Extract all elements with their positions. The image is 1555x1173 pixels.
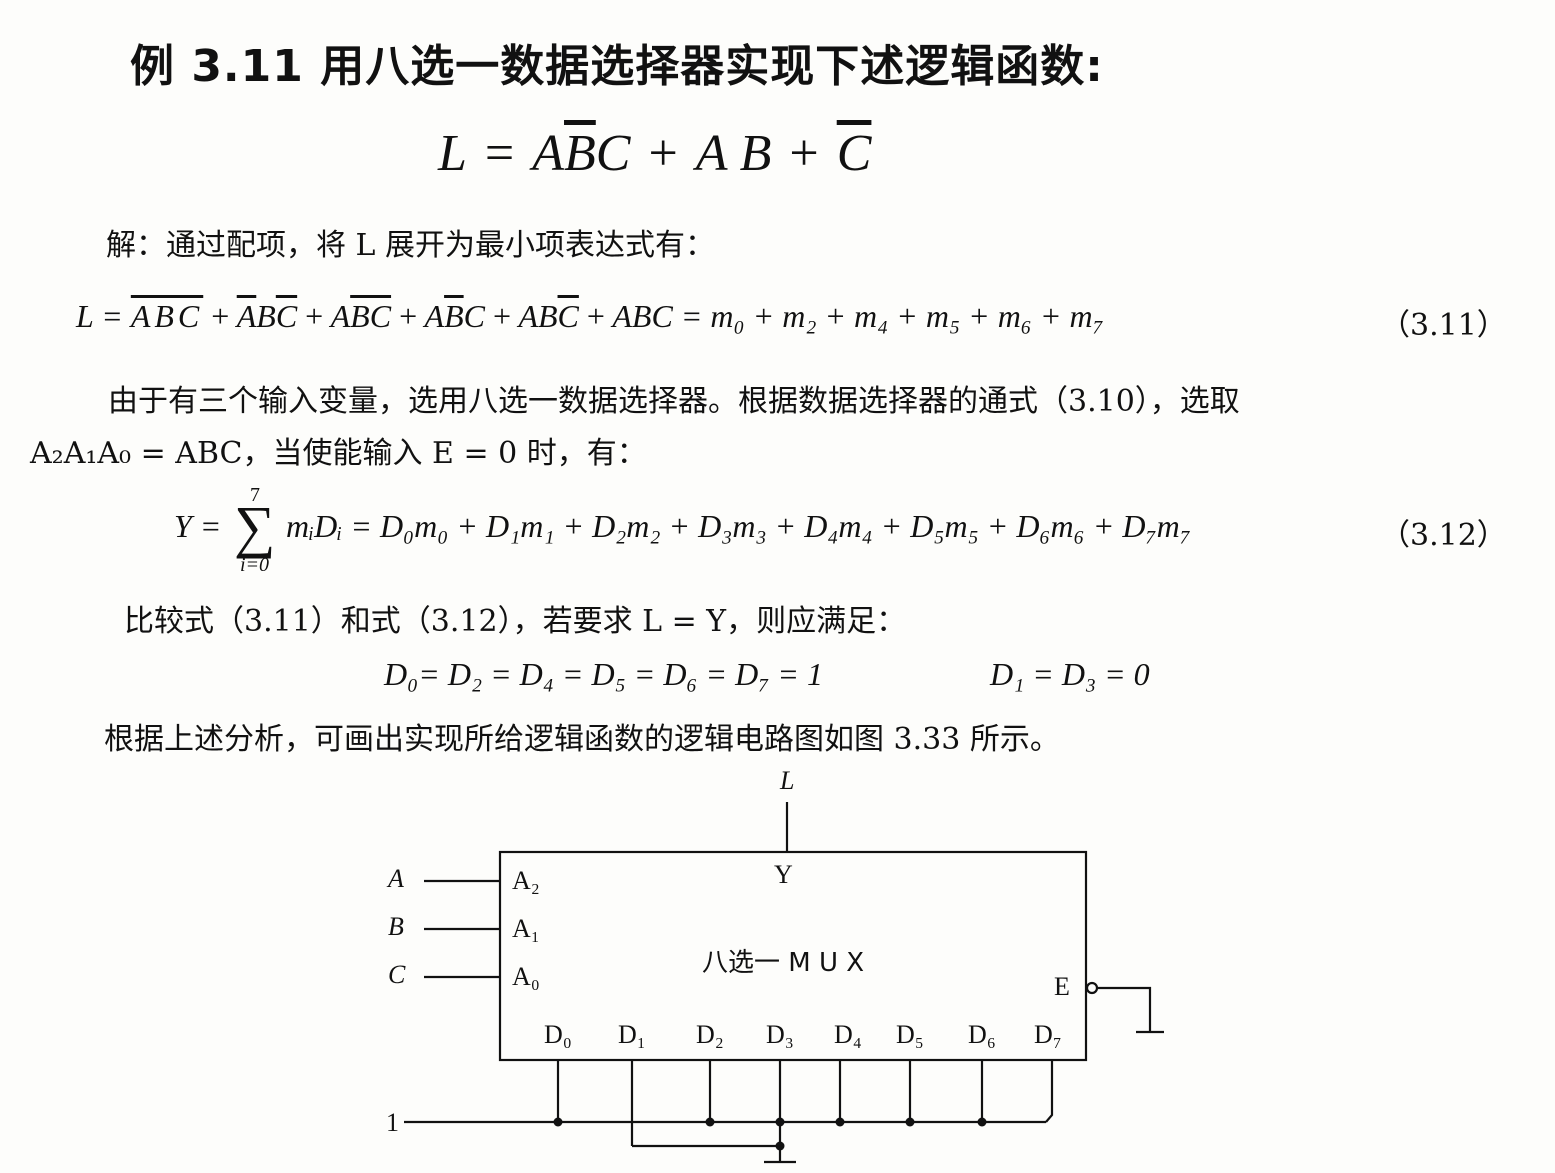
equation-3-12-rhs: mᵢDᵢ = D₀m₀ + D₁m₁ + D₂m₂ + D₃m₃ + D₄m₄ … xyxy=(286,508,1191,544)
equation-number-3-12: （3.12） xyxy=(1380,518,1507,553)
output-label: L xyxy=(780,766,795,795)
summation-symbol: ∑ 7 i=0 xyxy=(234,484,276,576)
term-6: ABC xyxy=(612,298,673,334)
pin-d7: D₇ xyxy=(1034,1020,1062,1049)
pin-d5: D₅ xyxy=(896,1020,924,1049)
equation-3-11: L = ABC + ABC + ABC + ABC + ABC + ABC = … xyxy=(76,298,1104,334)
solution-intro: 解：通过配项，将 L 展开为最小项表达式有： xyxy=(106,228,715,263)
main-equation: L=ABC+A B+C xyxy=(438,125,872,182)
equation-number-3-11: （3.11） xyxy=(1380,308,1507,343)
enable-wire xyxy=(1097,986,1152,1032)
pin-d6: D₆ xyxy=(968,1020,996,1049)
input-c-label: C xyxy=(388,960,406,989)
term-4: ABC xyxy=(424,298,485,334)
pin-d0: D₀ xyxy=(544,1020,572,1049)
term-5: ABC xyxy=(518,298,579,334)
eq-lhs: L xyxy=(438,125,467,182)
enable-pin-label: E xyxy=(1054,972,1070,1001)
pin-a2: A₂ xyxy=(512,866,540,895)
enable-bubble xyxy=(1085,981,1099,995)
mux-block xyxy=(498,850,1088,1062)
pin-d4: D₄ xyxy=(834,1020,862,1049)
condition-ones: D₀= D₂ = D₄ = D₅ = D₆ = D₇ = 1 xyxy=(384,656,823,692)
condition-zeros: D₁ = D₃ = 0 xyxy=(990,656,1150,692)
term-3: ABC xyxy=(330,298,392,334)
minterm-sum: = m₀ + m₂ + m₄ + m₅ + m₆ + m₇ xyxy=(680,298,1104,334)
block-label: 八选一 M U X xyxy=(702,948,865,978)
pin-d2: D₂ xyxy=(696,1020,724,1049)
pin-a0: A₀ xyxy=(512,962,540,991)
y-pin-label: Y xyxy=(774,860,793,889)
input-a-label: A xyxy=(388,864,404,893)
comparison-text: 比较式（3.11）和式（3.12），若要求 L = Y，则应满足： xyxy=(124,604,907,639)
paragraph-2-line-2: A₂A₁A₀ = ABC，当使能输入 E = 0 时，有： xyxy=(30,436,647,471)
input-b-label: B xyxy=(388,912,404,941)
d7-wire xyxy=(1045,1060,1054,1123)
pin-a1: A₁ xyxy=(512,914,540,943)
logic-one-label: 1 xyxy=(386,1108,399,1137)
conclusion-text: 根据上述分析，可画出实现所给逻辑函数的逻辑电路图如图 3.33 所示。 xyxy=(104,722,1060,757)
term-1: ABC xyxy=(130,298,204,334)
pin-d1: D₁ xyxy=(618,1020,646,1049)
equation-3-12-lhs: Y = xyxy=(174,508,222,544)
term-2: ABC xyxy=(236,298,298,334)
example-title: 例 3.11 用八选一数据选择器实现下述逻辑函数: xyxy=(130,41,1104,92)
pin-d3: D₃ xyxy=(766,1020,794,1049)
paragraph-2-line-1: 由于有三个输入变量，选用八选一数据选择器。根据数据选择器的通式（3.10），选取 xyxy=(108,384,1240,419)
